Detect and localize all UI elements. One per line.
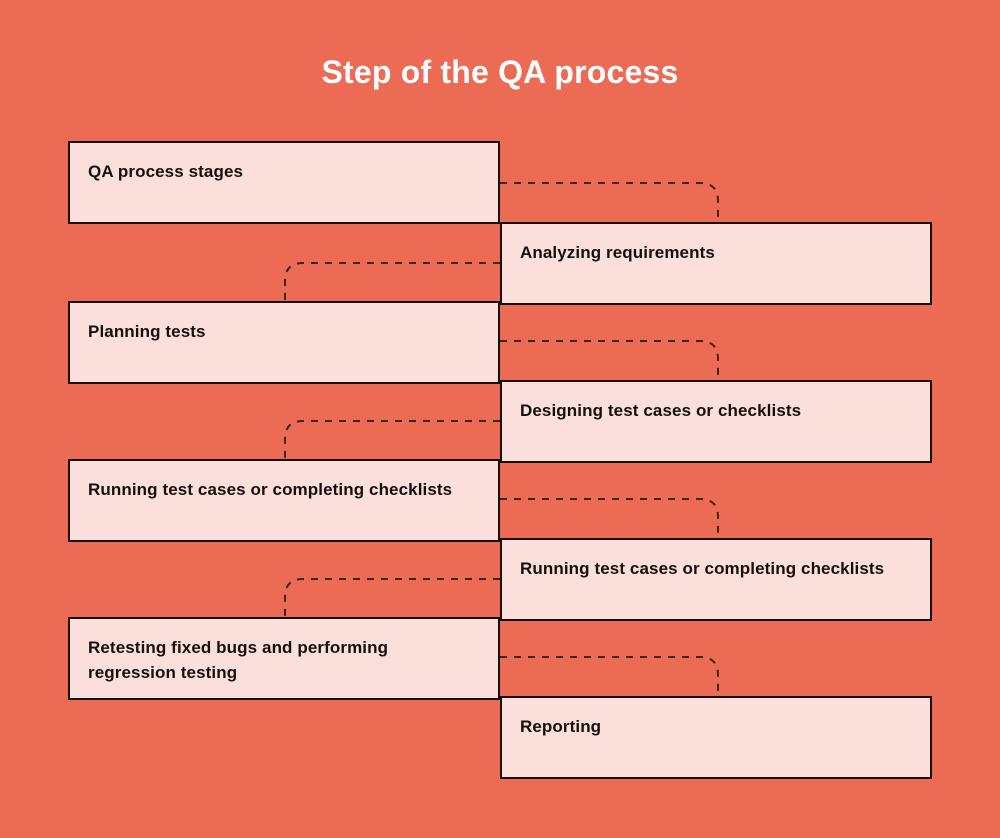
- stage-box-6[interactable]: Running test cases or completing checkli…: [500, 538, 932, 621]
- page-title: Step of the QA process: [321, 54, 679, 90]
- stage-label-4: Designing test cases or checklists: [520, 401, 802, 420]
- stage-label-3: Planning tests: [88, 322, 206, 341]
- stage-box-2[interactable]: Analyzing requirements: [500, 222, 932, 305]
- stage-label-5: Running test cases or completing checkli…: [88, 480, 453, 499]
- stage-box-1[interactable]: QA process stages: [68, 141, 500, 224]
- stage-box-8[interactable]: Reporting: [500, 696, 932, 779]
- stage-label-6: Running test cases or completing checkli…: [520, 559, 885, 578]
- stage-box-7[interactable]: Retesting fixed bugs and performing regr…: [68, 617, 500, 700]
- stage-box-3[interactable]: Planning tests: [68, 301, 500, 384]
- stage-label-2: Analyzing requirements: [520, 243, 715, 262]
- stage-box-5[interactable]: Running test cases or completing checkli…: [68, 459, 500, 542]
- stage-label-1: QA process stages: [88, 162, 244, 181]
- stage-label-7: Retesting fixed bugs and performing regr…: [88, 638, 389, 682]
- stage-box-4[interactable]: Designing test cases or checklists: [500, 380, 932, 463]
- stage-label-8: Reporting: [520, 717, 602, 736]
